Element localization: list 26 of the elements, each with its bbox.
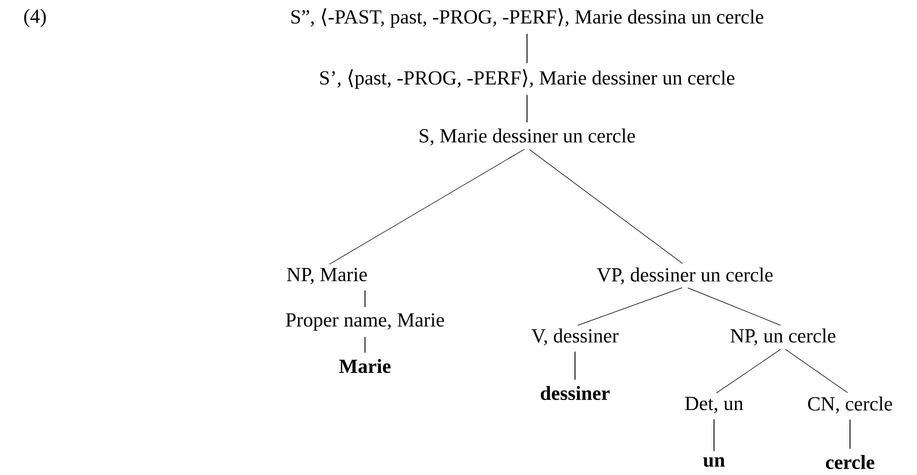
tree-node-label: S’, ⟨past, -PROG, -PERF⟩, Marie dessiner un cercle — [320, 69, 734, 89]
leaf-word: cercle — [826, 454, 874, 470]
tree-branch — [574, 351, 576, 380]
tree-node-label: Det, un — [685, 396, 744, 414]
tree-node-label: NP, un cercle — [730, 328, 836, 346]
tree-branch — [364, 290, 366, 308]
tree-branch — [688, 288, 781, 326]
tree-node-label: NP, Marie — [287, 268, 367, 284]
tree-node-label: CN, cercle — [808, 396, 892, 414]
tree-node-label: V, dessiner — [532, 328, 619, 346]
leaf-word: Marie — [339, 358, 391, 374]
tree-node-label: S”, ⟨-PAST, past, -PROG, -PERF⟩, Marie dessina un cercle — [291, 8, 764, 28]
leaf-word: un — [703, 457, 725, 467]
tree-node-label: S, Marie dessiner un cercle — [420, 128, 635, 146]
tree-branch — [529, 149, 683, 264]
example-number: (4) — [24, 8, 46, 28]
tree-branch — [364, 336, 366, 354]
tree-branch — [329, 148, 525, 264]
tree-branch — [578, 287, 682, 326]
leaf-word: dessiner — [540, 386, 610, 400]
tree-branch — [785, 349, 848, 393]
tree-node-label: Proper name, Marie — [286, 313, 444, 331]
tree-branch — [526, 33, 528, 64]
tree-branch — [526, 94, 528, 123]
tree-node-label: VP, dessiner un cercle — [596, 268, 773, 284]
tree-branch — [716, 349, 781, 394]
